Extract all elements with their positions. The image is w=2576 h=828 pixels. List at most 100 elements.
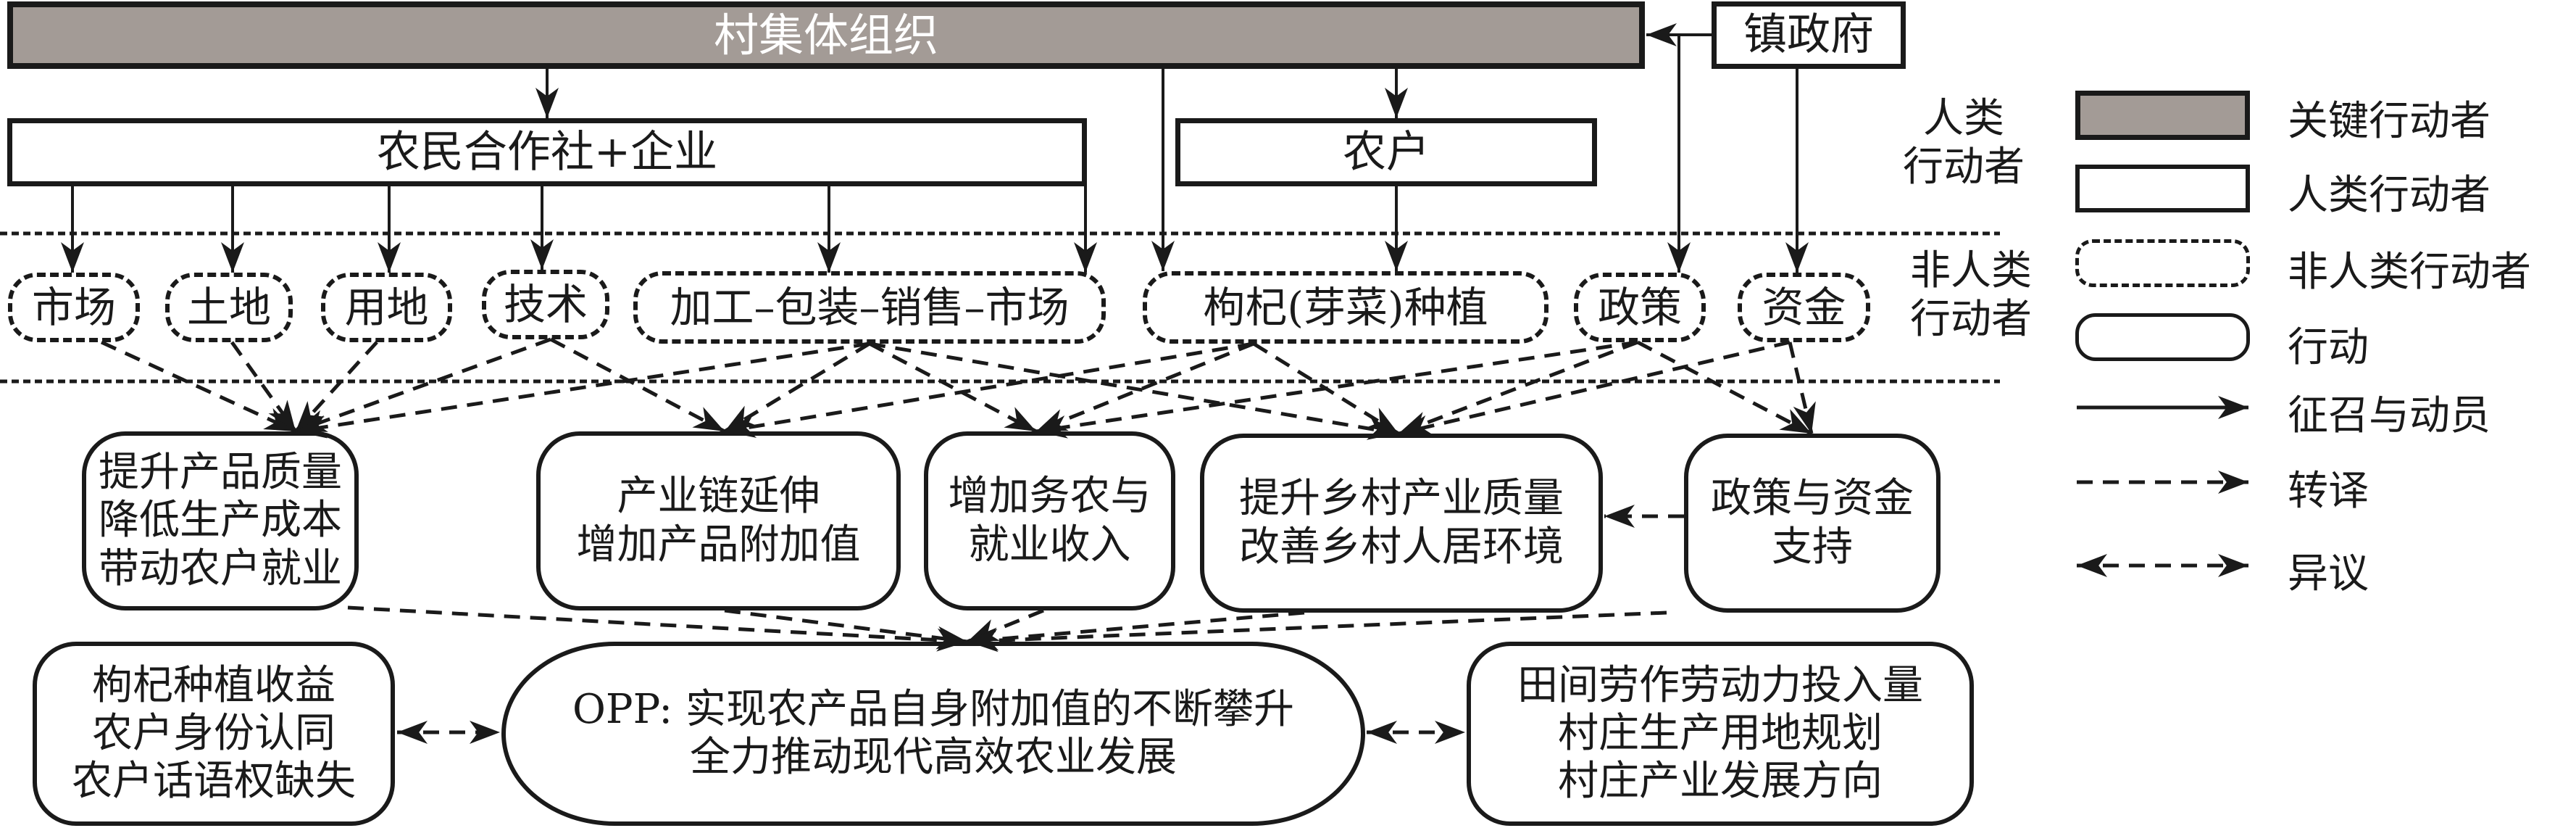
legend-label-translation: 转译: [2288, 468, 2369, 515]
action-improve-quality: 提升产品质量降低生产成本带动农户就业: [82, 431, 359, 610]
dissent-arrow-left-tail-head: [397, 721, 428, 744]
action-line: 改善乡村人居环境: [1239, 523, 1564, 571]
action-line: 增加务农与: [948, 473, 1151, 521]
translation-arrow-chain-to-a1: [295, 341, 870, 434]
nonhuman-land: 土地: [165, 273, 293, 342]
translation-arrow-goji-to-a3-head: [1036, 409, 1069, 431]
legend-solid-arrow-icon-head: [2218, 396, 2248, 419]
translation-arrow-tech-to-a2: [549, 337, 726, 434]
side-label-human-line1: 人类: [1923, 95, 2004, 142]
action-line: 提升产品质量: [99, 449, 342, 497]
translation-arrow-goji-to-a2-head: [725, 415, 757, 438]
recruit-arrow-head: [1646, 23, 1677, 46]
legend-swatch-key-actor: [2075, 91, 2250, 140]
dissent-line: 村庄产业发展方向: [1558, 758, 1883, 806]
opp-line: OPP: 实现农产品自身附加值的不断攀升: [572, 685, 1294, 733]
action-line: 提升乡村产业质量: [1239, 475, 1564, 523]
action-line: 就业收入: [968, 521, 1131, 568]
side-label-nonhuman-line1: 非人类: [1910, 247, 2032, 294]
legend-label-action: 行动: [2288, 324, 2369, 371]
legend-label-recruit: 征召与动员: [2288, 392, 2490, 439]
action-rural-industry: 提升乡村产业质量改善乡村人居环境: [1200, 434, 1603, 613]
dissent-arrow-right-tail-head: [1367, 721, 1397, 744]
nonhuman-label: 枸杞(芽菜)种植: [1203, 282, 1488, 332]
dissent-line: 枸杞种植收益: [92, 661, 335, 709]
action-line: 支持: [1772, 523, 1853, 571]
dissent-line: 村庄生产用地规划: [1558, 709, 1883, 757]
action-line: 带动农户就业: [99, 545, 342, 592]
nonhuman-label: 技术: [503, 279, 588, 329]
recruit-arrow-head: [817, 242, 841, 273]
dissent-line: 田间劳作劳动力投入量: [1517, 661, 1923, 709]
translation-arrow-fund-to-a5: [1788, 341, 1814, 434]
translation-arrow-fund-to-a5-head: [1793, 401, 1816, 434]
legend-label-dissent: 异议: [2288, 550, 2369, 597]
recruit-arrow-head: [1667, 242, 1691, 273]
nonhuman-processing-chain: 加工–包装–销售–市场: [633, 271, 1106, 344]
translation-arrow-chain-to-a4: [869, 341, 1399, 436]
translation-arrow-market-to-a1: [100, 340, 297, 434]
translation-arrow-tech-to-a2-head: [692, 407, 725, 431]
nonhuman-market: 市场: [8, 273, 140, 342]
recruit-arrow-head: [61, 242, 84, 273]
side-label-human: 人类 行动者: [1877, 94, 2051, 191]
recruit-arrow-head: [378, 242, 401, 273]
recruit-arrow-head: [1074, 242, 1097, 273]
side-label-nonhuman-line2: 行动者: [1910, 296, 2032, 344]
legend-swatch-nonhuman-actor: [2075, 239, 2250, 287]
translation-arrow-to-opp-5-head: [967, 629, 999, 653]
dissent-arrow-right-head: [1435, 721, 1465, 744]
translation-arrow-policy-to-a3: [1035, 340, 1638, 434]
side-label-human-line2: 行动者: [1903, 144, 2025, 191]
dissent-line: 农户话语权缺失: [72, 758, 356, 806]
dissent-right-box: 田间劳作劳动力投入量村庄生产用地规划村庄产业发展方向: [1467, 642, 1974, 826]
legend-label-human-actor: 人类行动者: [2288, 172, 2490, 219]
translation-arrow-chain-to-a1-head: [296, 415, 328, 439]
nonhuman-label: 用地: [344, 282, 429, 332]
translation-arrow-chain-to-a2: [723, 341, 871, 434]
recruit-arrow-head: [221, 242, 244, 273]
translation-arrow-to-opp-1: [347, 605, 968, 644]
translation-arrow-fund-to-a4: [1398, 340, 1791, 436]
dissent-line: 农户身份认同: [92, 709, 335, 757]
opp-box: OPP: 实现农产品自身附加值的不断攀升全力推动现代高效农业发展: [501, 642, 1365, 826]
action-policy-fund-support: 政策与资金支持: [1684, 434, 1941, 613]
action-line: 增加产品附加值: [576, 521, 861, 568]
action-line: 产业链延伸: [617, 473, 820, 521]
legend-double-arrow-icon-tail-head: [2077, 554, 2107, 577]
translation-arrow-goji-to-a4-head: [1366, 407, 1399, 434]
nonhuman-technology: 技术: [482, 270, 609, 339]
recruit-arrow-head: [530, 239, 554, 270]
dissent-arrow-left-head: [470, 721, 500, 744]
nonhuman-goji-planting: 枸杞(芽菜)种植: [1143, 271, 1548, 344]
legend-swatch-human-actor: [2075, 165, 2250, 212]
translation-arrow-goji-to-a2: [724, 341, 1254, 434]
nonhuman-policy: 政策: [1574, 273, 1706, 342]
recruit-arrow-head: [535, 88, 559, 118]
government-label: 镇政府: [1743, 9, 1874, 61]
translation-arrow-chain-to-a3-head: [1004, 407, 1036, 431]
translation-arrow-to-opp-4: [967, 610, 1305, 644]
dissent-left-box: 枸杞种植收益农户身份认同农户话语权缺失: [33, 642, 395, 826]
translation-arrow-fund-to-a4-head: [1399, 415, 1431, 439]
legend-swatch-action: [2075, 313, 2250, 361]
nonhuman-label: 市场: [31, 282, 116, 332]
translation-arrow-policy-to-a5: [1636, 340, 1813, 436]
cooperative-label: 农民合作社+企业: [376, 126, 718, 178]
translation-arrow-chain-to-a3: [868, 341, 1038, 434]
nonhuman-fund: 资金: [1738, 273, 1870, 342]
translation-arrow-to-opp-2-head: [935, 626, 967, 650]
nonhuman-label: 资金: [1762, 282, 1846, 332]
recruit-arrow-head: [1385, 88, 1408, 118]
key-actor-village-collective: 村集体组织: [7, 1, 1645, 69]
actor-cooperative-enterprise: 农民合作社+企业: [7, 118, 1087, 186]
translation-arrow-chain-to-a2-head: [725, 405, 757, 431]
translation-arrow-to-opp-2: [724, 608, 968, 644]
nonhuman-landuse: 用地: [321, 273, 452, 342]
actor-town-government: 镇政府: [1712, 1, 1906, 69]
opp-line: 全力推动现代高效农业发展: [689, 734, 1177, 781]
translation-arrow-policy-to-a4: [1398, 340, 1638, 436]
recruit-arrow-head: [1785, 242, 1809, 273]
translation-arrow-landuse-to-a1-head: [296, 401, 325, 431]
